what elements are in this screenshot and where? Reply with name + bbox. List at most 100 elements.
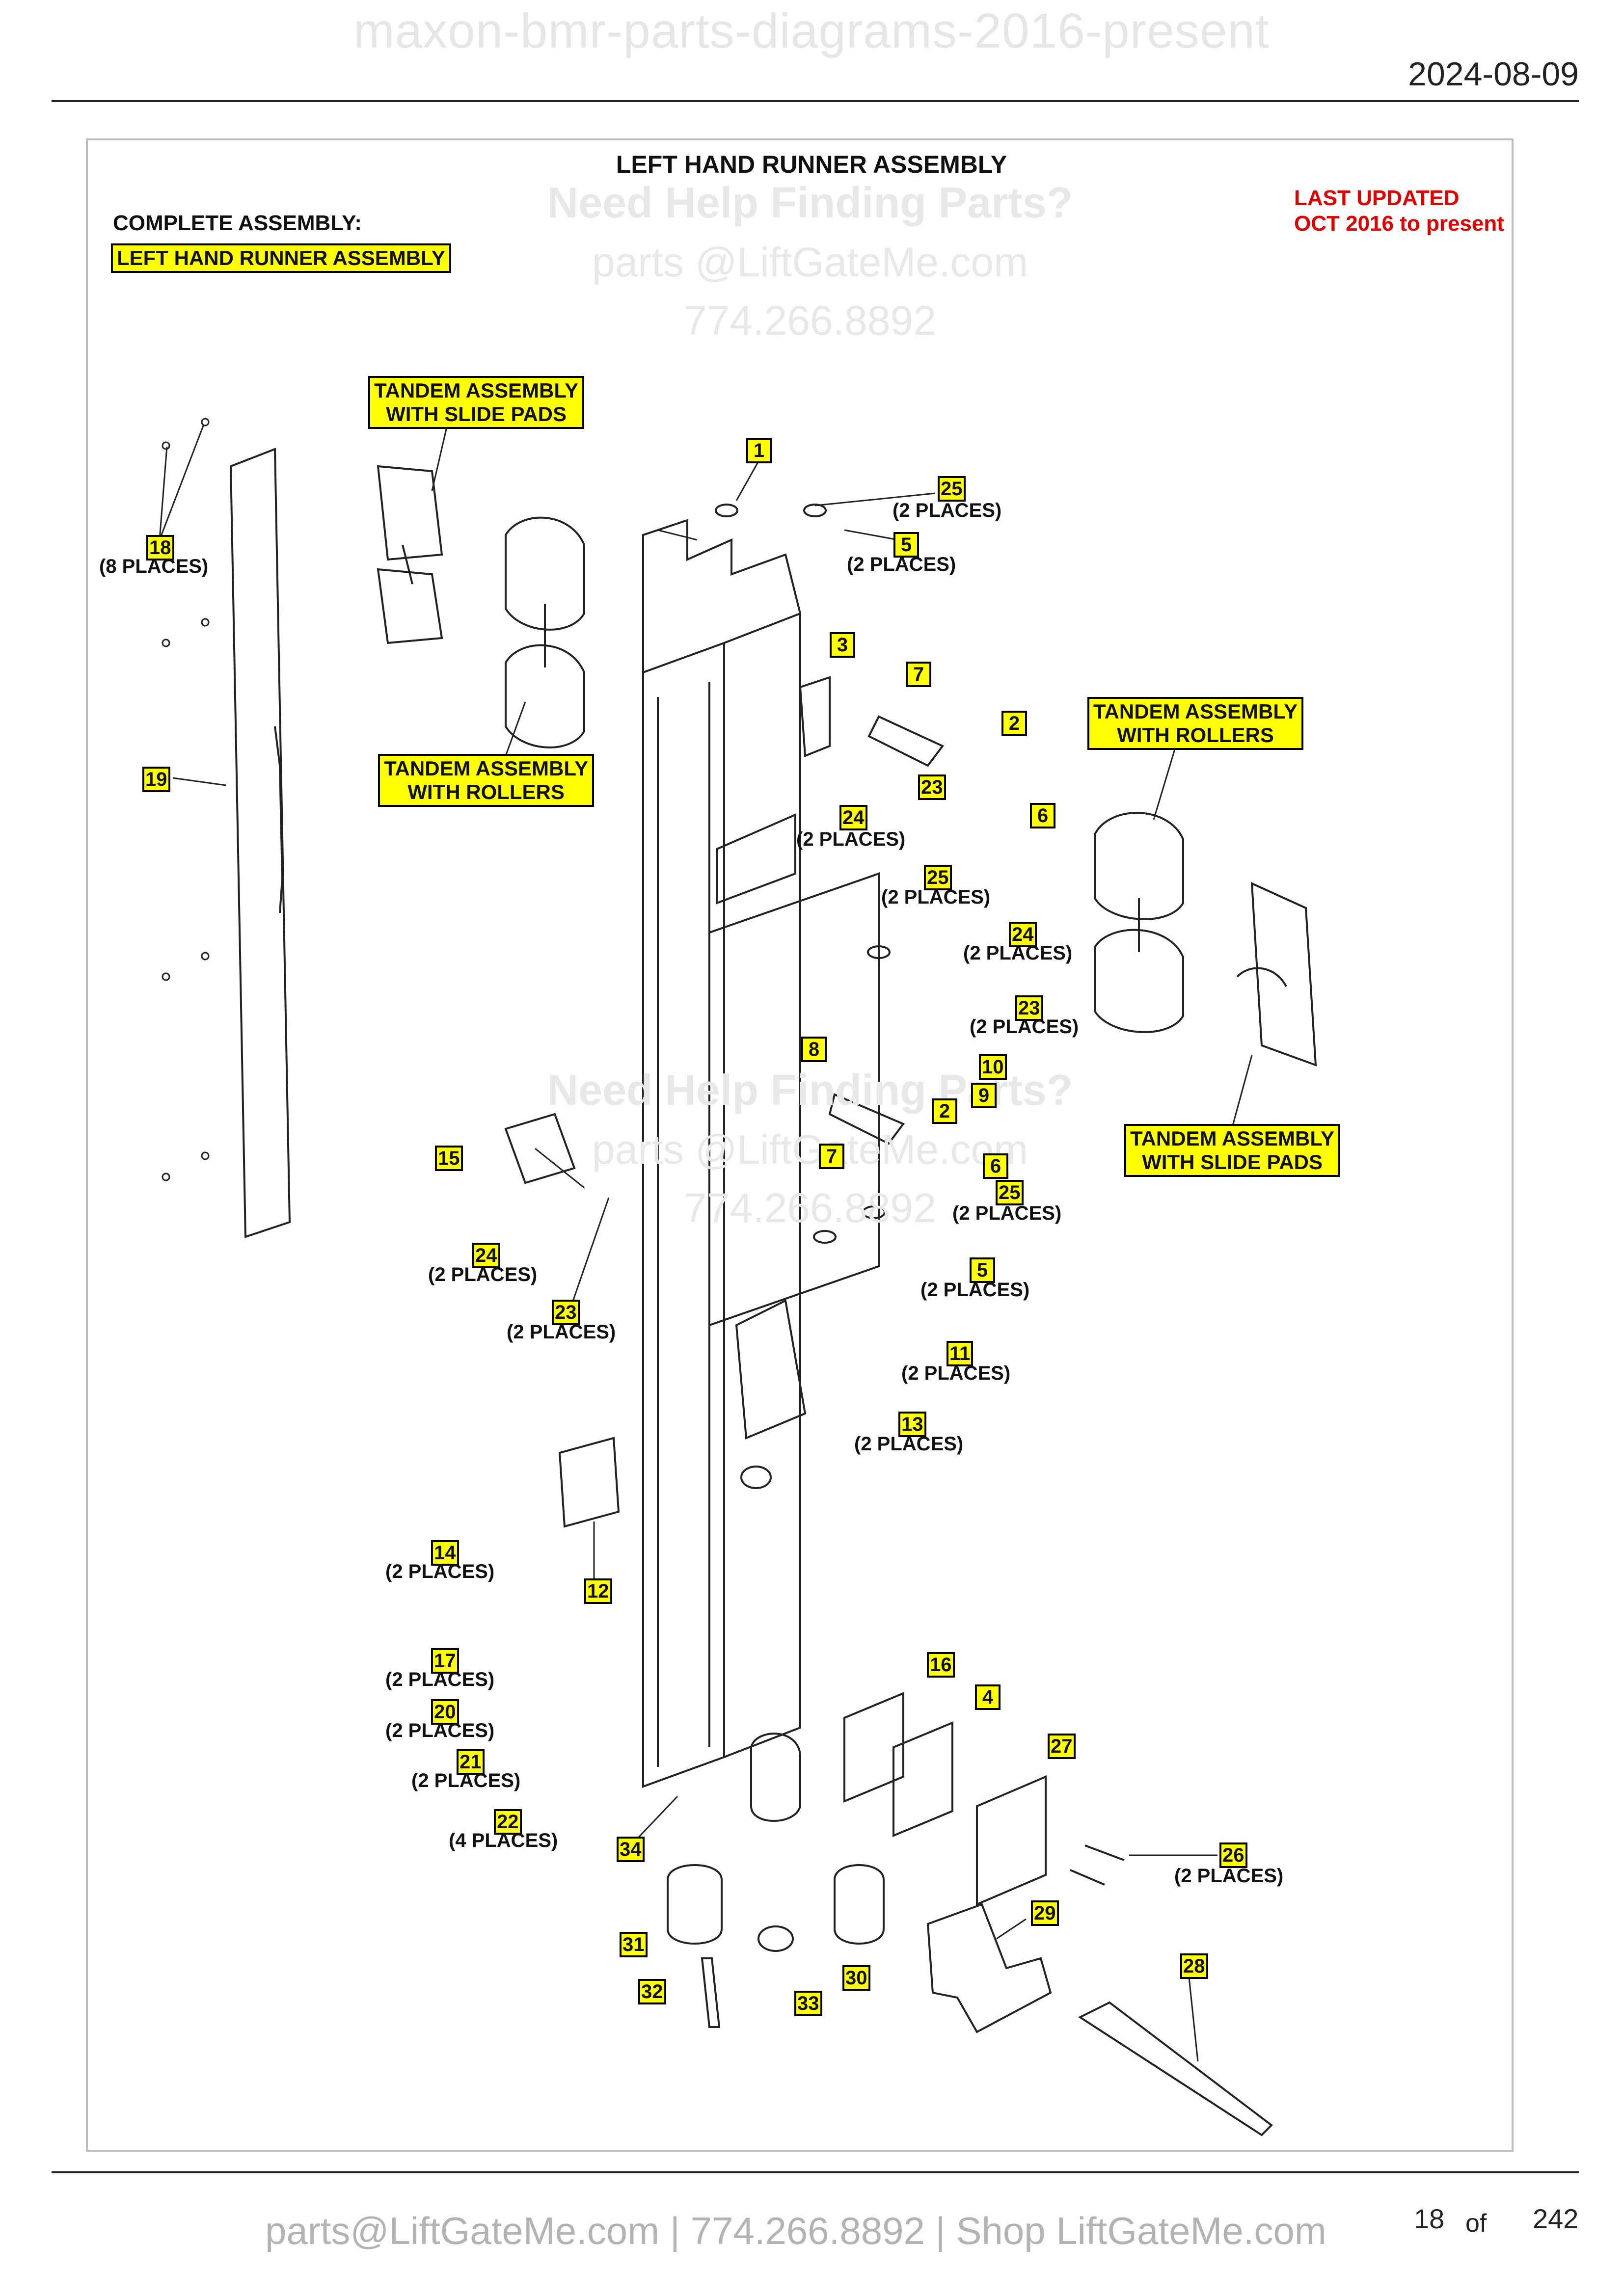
callout-32: 32 [638,1979,666,2004]
help-mid-line-1: Need Help Finding Parts? [547,1066,1073,1114]
callout-33: 33 [794,1991,822,2016]
washer-upper [715,504,738,517]
last-updated-line-1: LAST UPDATED [1294,186,1460,210]
washer-upper-right [803,504,827,517]
callout-29: 29 [1031,1900,1059,1926]
callout-6: 6 [1030,803,1055,828]
pin-upper [867,715,945,767]
callout-1: 1 [746,438,772,463]
stop-block-part [735,1299,807,1440]
qty-23: (2 PLACES) [507,1321,616,1343]
tag-line: TANDEM ASSEMBLY [1130,1127,1335,1150]
pin-lower [828,1093,905,1145]
qty-11: (2 PLACES) [901,1362,1011,1384]
page-of: of [1465,2209,1487,2238]
arm-29-part [926,1903,1052,2033]
callout-25: 25 [996,1180,1024,1205]
complete-assembly-label: COMPLETE ASSEMBLY: [113,211,362,235]
callout-6: 6 [983,1153,1008,1179]
leader-lines [159,424,1253,2062]
qty-5: (2 PLACES) [920,1279,1030,1301]
diagram-frame [86,138,1514,2152]
tag-line: TANDEM ASSEMBLY [1093,700,1298,723]
callout-4: 4 [975,1684,1001,1710]
qty-26: (2 PLACES) [1174,1865,1284,1887]
callout-18: 18 [146,535,174,561]
page-current: 18 [1414,2203,1445,2234]
callout-13: 13 [898,1412,926,1437]
callout-8: 8 [801,1037,827,1062]
callout-24: 24 [839,805,867,830]
callout-30: 30 [842,1965,870,1991]
rod-28-part [1078,2001,1273,2136]
tag-tandem-rollers-left: TANDEM ASSEMBLY WITH ROLLERS [378,754,595,807]
qty-13: (2 PLACES) [854,1433,964,1455]
qty-23: (2 PLACES) [970,1016,1079,1038]
tag-tandem-slide-pads-top: TANDEM ASSEMBLY WITH SLIDE PADS [368,376,585,429]
qty-22: (4 PLACES) [449,1830,558,1851]
tag-line: TANDEM ASSEMBLY [374,379,579,402]
bushing-upper [740,1466,772,1489]
qty-21: (2 PLACES) [411,1770,521,1791]
callout-9: 9 [971,1083,997,1108]
block-12-part [558,1437,620,1528]
callout-7: 7 [906,662,931,687]
bracket-part [799,676,831,757]
callout-28: 28 [1180,1953,1208,1979]
callout-2: 2 [1001,711,1027,736]
callout-24: 24 [472,1243,500,1268]
pin-32-part [701,1957,721,2028]
callout-5: 5 [970,1257,995,1283]
runner-column-part [642,519,801,1788]
qty-25: (2 PLACES) [893,500,1002,521]
callout-34: 34 [617,1837,645,1862]
callout-22: 22 [494,1809,522,1835]
callout-23: 23 [918,774,946,800]
callout-17: 17 [431,1648,459,1674]
header-rule [52,100,1579,102]
tandem-rollers-right [1094,812,1184,1033]
callout-24: 24 [1009,922,1037,947]
callout-23: 23 [552,1300,580,1325]
page-total: 242 [1533,2203,1579,2234]
qty-25: (2 PLACES) [881,886,991,908]
qty-24: (2 PLACES) [796,828,906,850]
tag-line: WITH SLIDE PADS [1142,1150,1323,1174]
last-updated-line-2: OCT 2016 to present [1294,212,1504,236]
help-mid-line-2: parts @LiftGateMe.com [592,1126,1028,1173]
tag-tandem-rollers-right: TANDEM ASSEMBLY WITH ROLLERS [1087,697,1304,750]
callout-23: 23 [1015,995,1043,1021]
tag-tandem-slide-pads-right: TANDEM ASSEMBLY WITH SLIDE PADS [1124,1124,1341,1177]
callout-26: 26 [1219,1842,1247,1868]
tandem-rollers-left [505,516,585,748]
help-line-3: 774.266.8892 [684,297,936,344]
callout-5: 5 [893,532,919,558]
qty-24: (2 PLACES) [428,1264,538,1285]
plate-screws [162,418,210,1181]
callout-21: 21 [457,1749,485,1775]
help-line-2: parts @LiftGateMe.com [592,239,1028,285]
column-plate-mid [708,872,880,1327]
qty-24: (2 PLACES) [963,942,1073,964]
help-line-1: Need Help Finding Parts? [547,178,1073,227]
footer-rule [52,2171,1579,2173]
callout-16: 16 [927,1652,955,1678]
tandem-slide-pads-left [377,465,443,644]
bushing-30-part [834,1864,885,1945]
callout-2: 2 [932,1098,957,1124]
qty-17: (2 PLACES) [385,1669,495,1690]
header-watermark: maxon-bmr-parts-diagrams-2016-present [353,3,1270,58]
bushing-31-part [667,1864,723,1945]
washer-mid-3 [813,1230,837,1244]
diagram-title: LEFT HAND RUNNER ASSEMBLY [616,151,1007,178]
header-date: 2024-08-09 [1408,55,1579,93]
column-plate-upper [716,813,796,905]
block-27-part [976,1775,1047,1906]
qty-18: (8 PLACES) [99,556,209,577]
complete-assembly-value: LEFT HAND RUNNER ASSEMBLY [111,243,451,273]
washer-mid-2 [862,1205,886,1219]
qty-25: (2 PLACES) [952,1202,1062,1224]
tag-line: WITH ROLLERS [407,780,565,803]
qty-20: (2 PLACES) [385,1720,495,1741]
